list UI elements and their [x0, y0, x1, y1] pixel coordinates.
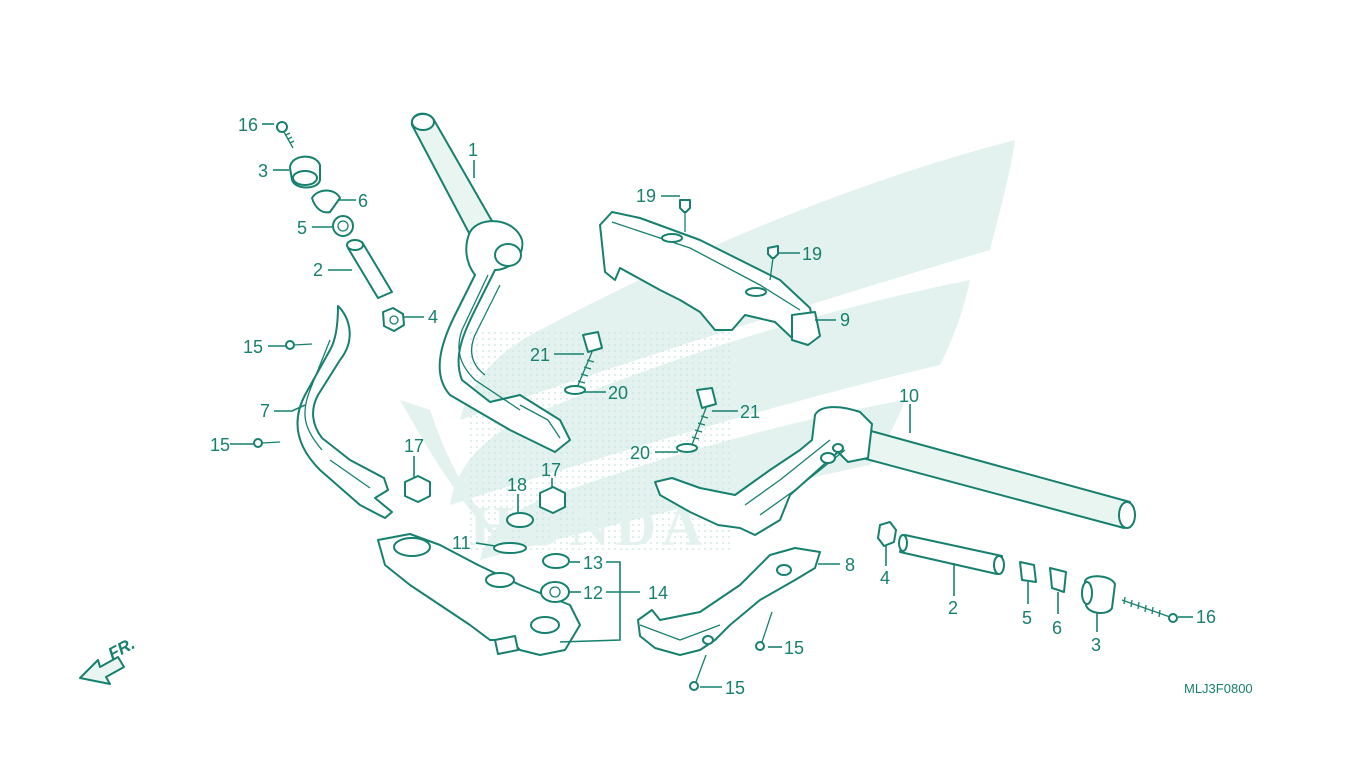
- label-part-18: 18: [507, 475, 527, 495]
- center-top-cover: [599, 199, 821, 346]
- label-part-16-right: 16: [1196, 607, 1216, 627]
- center-bolts-21: [564, 331, 717, 453]
- left-handlebar: [410, 112, 571, 453]
- label-part-19-a: 19: [636, 186, 656, 206]
- label-part-13: 13: [583, 553, 603, 573]
- label-part-5-left: 5: [297, 218, 307, 238]
- label-part-15-c: 15: [784, 638, 804, 658]
- label-part-12: 12: [583, 583, 603, 603]
- right-bar-end-parts: [877, 521, 1178, 623]
- label-part-8: 8: [845, 555, 855, 575]
- label-part-2-right: 2: [948, 598, 958, 618]
- label-part-11: 11: [452, 533, 471, 553]
- label-part-17-right: 17: [541, 460, 561, 480]
- leader-lines: [230, 123, 1193, 688]
- label-part-9: 9: [840, 310, 850, 330]
- label-part-6-left: 6: [358, 191, 368, 211]
- front-direction-label: FR.: [105, 634, 138, 664]
- label-part-20-b: 20: [630, 443, 650, 463]
- left-bolts-15: [253, 340, 313, 448]
- right-lower-cover: [637, 547, 821, 691]
- part-number-labels: 1 16 3 6 5 2 4 15 7 15 19 19 9 21 20 21 …: [210, 115, 1253, 698]
- label-part-16-left: 16: [238, 115, 258, 135]
- label-part-1: 1: [468, 140, 478, 160]
- top-bridge: [377, 475, 581, 656]
- label-part-21-a: 21: [530, 345, 550, 365]
- label-part-3-left: 3: [258, 161, 268, 181]
- front-direction-arrow: FR.: [79, 634, 138, 685]
- right-handlebar: [654, 406, 1136, 536]
- diagram-code: MLJ3F0800: [1184, 681, 1253, 696]
- label-part-6-right: 6: [1052, 618, 1062, 638]
- label-part-20-a: 20: [608, 383, 628, 403]
- label-part-15-d: 15: [725, 678, 745, 698]
- label-part-21-b: 21: [740, 402, 760, 422]
- label-part-4-left: 4: [428, 307, 438, 327]
- label-part-19-b: 19: [802, 244, 822, 264]
- left-bar-end-parts: [276, 121, 405, 332]
- label-part-15-b: 15: [210, 435, 230, 455]
- label-part-2-left: 2: [313, 260, 323, 280]
- left-lower-cover: [296, 305, 393, 519]
- label-part-5-right: 5: [1022, 608, 1032, 628]
- label-part-17-left: 17: [404, 436, 424, 456]
- label-part-7: 7: [260, 401, 270, 421]
- label-part-4-right: 4: [880, 568, 890, 588]
- label-part-14: 14: [648, 583, 668, 603]
- label-part-15-a: 15: [243, 337, 263, 357]
- label-part-3-right: 3: [1091, 635, 1101, 655]
- label-part-10: 10: [899, 386, 919, 406]
